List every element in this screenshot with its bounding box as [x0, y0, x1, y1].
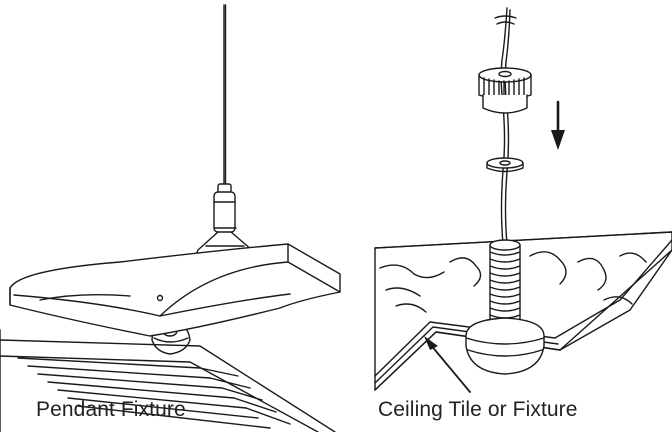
pointer-arrow: [424, 336, 471, 393]
knurled-nut: [478, 67, 532, 114]
cable-gripper: [213, 183, 237, 233]
caption-ceiling-tile-or-fixture: Ceiling Tile or Fixture: [378, 398, 578, 421]
fixture-louver: [0, 329, 336, 432]
threaded-stud: [489, 239, 521, 321]
ceiling-mount-illustration: [374, 7, 672, 393]
down-arrow: [551, 100, 565, 150]
pendant-fixture-illustration: [0, 4, 341, 432]
caption-pendant-fixture: Pendant Fixture: [36, 398, 186, 421]
fixture-housing: [9, 243, 341, 337]
washer: [486, 157, 524, 173]
sensor-dome: [465, 317, 545, 375]
